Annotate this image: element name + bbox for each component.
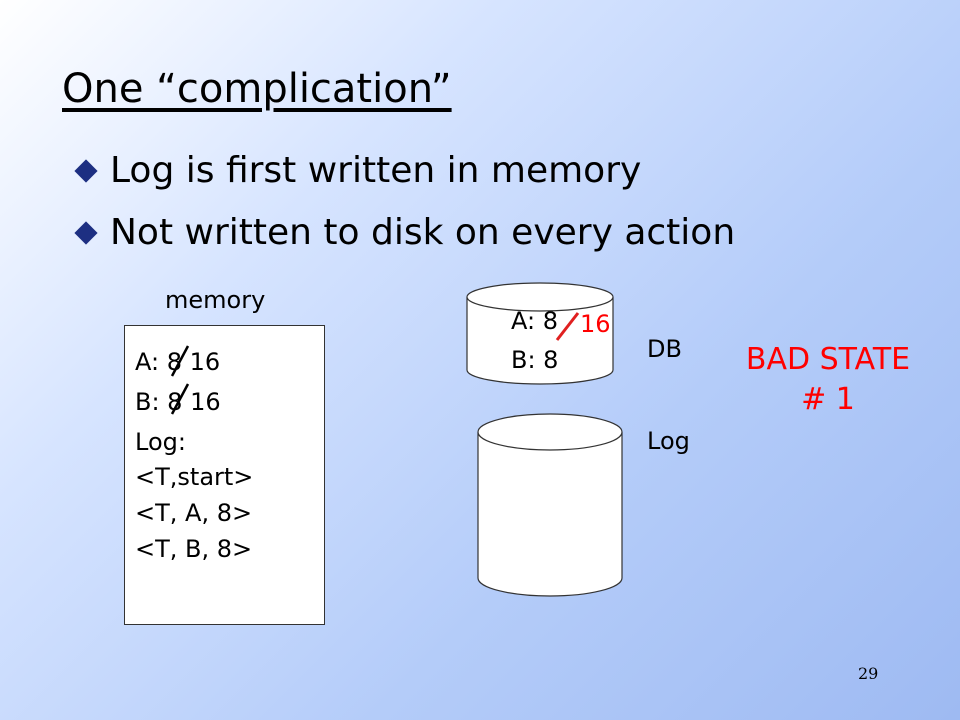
log-disk-cylinder-icon (477, 413, 623, 597)
memory-log-entry: <T, A, 8> (135, 499, 253, 527)
bad-state-warning: BAD STATE # 1 (718, 340, 938, 420)
strikeout-db-a (555, 312, 580, 341)
db-a-new-value: 16 (580, 310, 611, 338)
memory-log-label: Log: (135, 428, 186, 456)
memory-log-entry: <T, B, 8> (135, 535, 253, 563)
slide-title: One “complication” (62, 66, 452, 112)
memory-log-entry: <T,start> (135, 463, 254, 491)
strikeout-memory-b (170, 383, 190, 415)
bad-state-line2: # 1 (801, 382, 855, 417)
memory-a-line: A: 8 16 (135, 348, 221, 376)
memory-box: A: 8 16 B: 8 16 Log: <T,start> <T, A, 8>… (124, 325, 325, 625)
bullet-text: Log is first written in memory (110, 150, 642, 191)
db-a-line: A: 8 (511, 307, 558, 335)
bullet-item: Log is first written in memory (74, 150, 642, 191)
log-disk-label: Log (647, 427, 690, 455)
bullet-item: Not written to disk on every action (74, 212, 736, 253)
db-disk-cylinder-icon (466, 282, 614, 385)
db-b-line: B: 8 (511, 346, 559, 374)
memory-label: memory (165, 286, 266, 314)
bad-state-line1: BAD STATE (745, 342, 911, 377)
strikeout-memory-a (170, 345, 190, 377)
page-number: 29 (858, 664, 879, 683)
bullet-text: Not written to disk on every action (110, 212, 736, 253)
db-label: DB (647, 335, 682, 363)
